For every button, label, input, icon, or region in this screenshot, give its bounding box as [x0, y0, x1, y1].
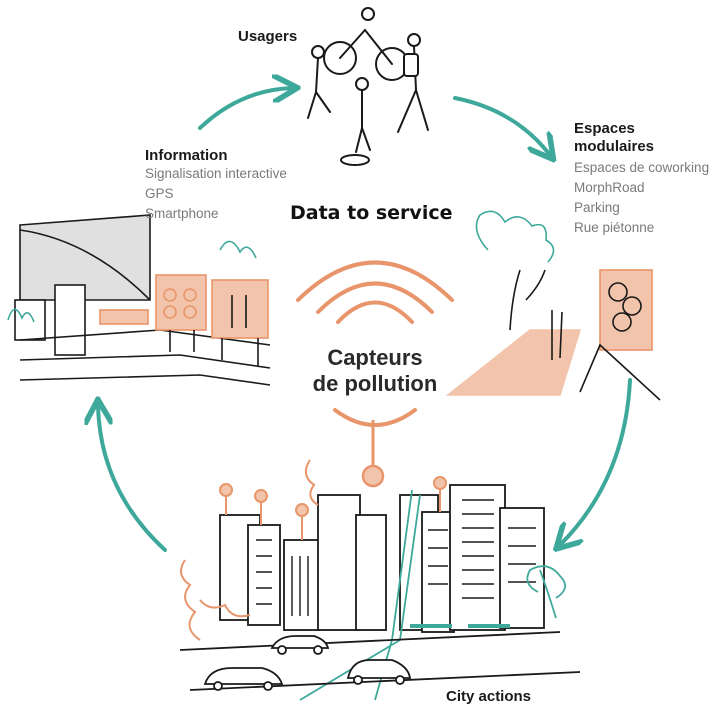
information-item: GPS — [145, 186, 174, 201]
usagers-heading: Usagers — [238, 28, 298, 45]
center-label: Capteurs de pollution — [305, 345, 445, 397]
roads-and-cars — [179, 624, 581, 691]
users-sketch — [307, 7, 429, 166]
arrow-espaces-to-city — [560, 378, 632, 545]
sensor-node — [361, 464, 385, 488]
information-item: Signalisation interactive — [145, 166, 287, 181]
information-heading: Information — [145, 147, 228, 164]
espaces-block: Espaces modulaires Espaces de coworking … — [574, 120, 709, 238]
espaces-item: MorphRoad — [574, 180, 645, 195]
building-windows — [256, 499, 536, 616]
arrow-info-to-usagers — [198, 88, 292, 130]
city-actions-label: City actions — [446, 688, 532, 705]
information-block: Information Signalisation interactive GP… — [145, 147, 287, 224]
espaces-item: Rue piétonne — [574, 220, 655, 235]
espaces-item: Espaces de coworking — [574, 160, 710, 175]
espaces-heading-line2: modulaires — [574, 138, 655, 155]
arrow-usagers-to-espaces — [453, 96, 550, 155]
city-sensors — [219, 476, 447, 540]
information-item: Smartphone — [145, 206, 219, 221]
diagram-title: Data to service — [290, 202, 453, 224]
sensor-waves — [296, 260, 454, 427]
espaces-item: Parking — [574, 200, 620, 215]
center-label-line1: Capteurs — [327, 345, 423, 370]
arrow-city-to-info — [98, 405, 167, 552]
information-street-sketch — [7, 214, 271, 386]
pollution-plumes — [180, 459, 319, 641]
espaces-street-sketch — [445, 210, 661, 401]
city-skyline-sketch — [219, 484, 545, 633]
espaces-heading-line1: Espaces — [574, 120, 635, 137]
center-label-line2: de pollution — [312, 371, 438, 396]
